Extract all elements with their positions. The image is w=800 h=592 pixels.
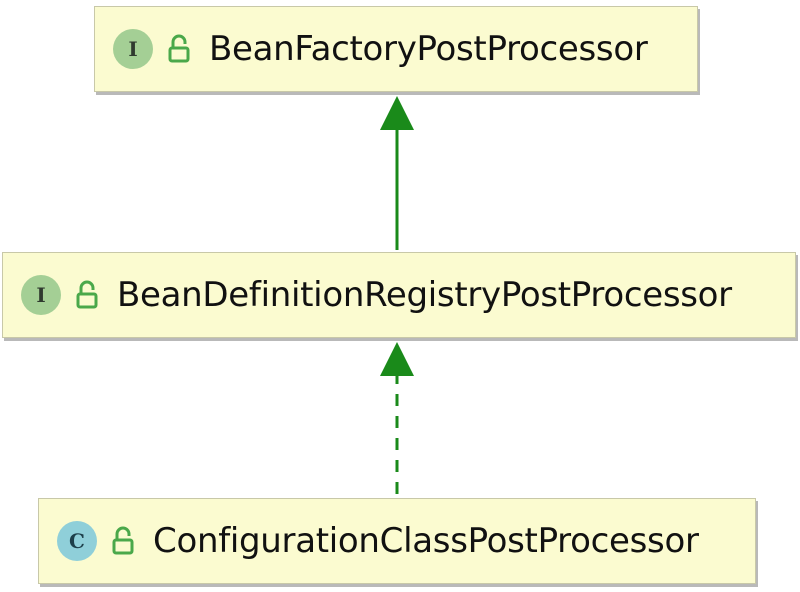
interface-icon: I (21, 275, 61, 315)
edge-extends (380, 96, 414, 250)
unlocked-lock-icon (112, 526, 134, 555)
interface-icon: I (113, 29, 153, 69)
edge-implements (380, 342, 414, 494)
node-label: ConfigurationClassPostProcessor (153, 521, 699, 561)
class-icon: C (57, 521, 97, 561)
node-label: BeanFactoryPostProcessor (209, 29, 648, 69)
node-bean-definition-registry-post-processor[interactable]: I BeanDefinitionRegistryPostProcessor (2, 252, 796, 338)
unlocked-lock-icon (168, 34, 190, 63)
node-configuration-class-post-processor[interactable]: C ConfigurationClassPostProcessor (38, 498, 756, 584)
unlocked-lock-icon (76, 280, 98, 309)
node-bean-factory-post-processor[interactable]: I BeanFactoryPostProcessor (94, 6, 698, 92)
edge-extends-arrowhead (380, 96, 414, 130)
edge-implements-arrowhead (380, 342, 414, 376)
node-label: BeanDefinitionRegistryPostProcessor (117, 275, 732, 315)
